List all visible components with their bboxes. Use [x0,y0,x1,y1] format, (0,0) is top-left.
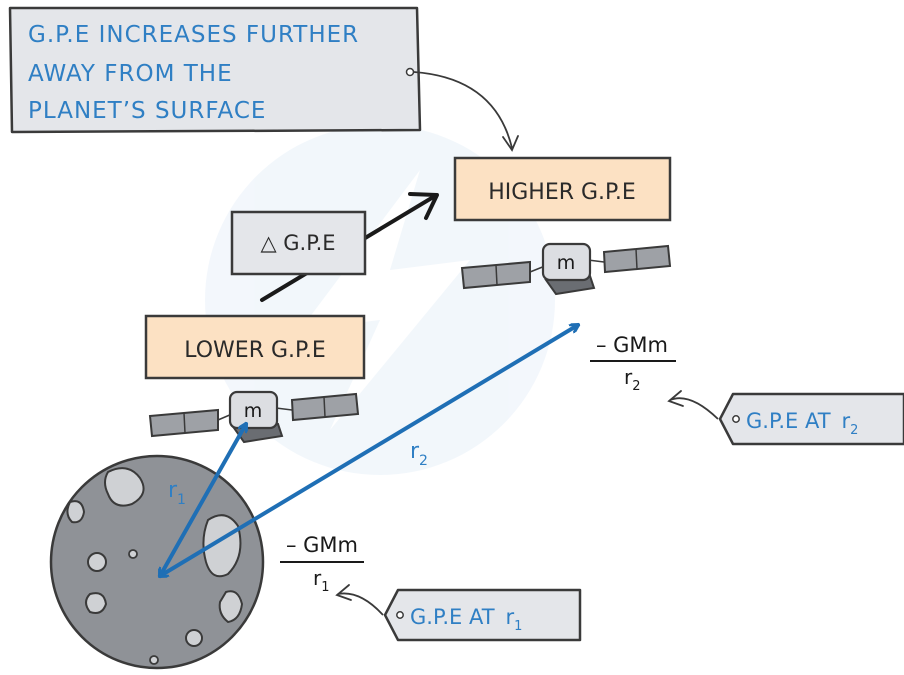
formula-r2: – GMm r2 [590,333,676,394]
tag-r2-pointer [669,397,719,420]
formula-r2-numerator: – GMm [596,333,668,357]
header-pointer-arrow [413,71,513,149]
pin-icon [405,67,415,77]
r2-label: r2 [410,439,428,469]
header-line-2: AWAY FROM THE [28,61,233,87]
satellite-low-mass: m [244,400,263,422]
formula-r1-numerator: – GMm [286,533,358,557]
header-note-box: G.P.E INCREASES FURTHER AWAY FROM THE PL… [8,6,422,134]
delta-gpe-box: △ G.P.E [230,210,367,276]
satellite-high: m [460,242,672,296]
pin-icon [396,611,404,619]
lower-gpe-box: LOWER G.P.E [144,314,366,380]
delta-gpe-label: △ G.P.E [260,231,335,255]
lower-gpe-label: LOWER G.P.E [184,338,326,363]
r2-arrow [160,325,578,576]
planet [49,454,265,670]
tag-r1-pointer [337,592,384,616]
formula-r1-denominator: r1 [313,566,330,595]
r1-label: r1 [168,478,186,508]
pin-icon [732,415,740,423]
higher-gpe-box: HIGHER G.P.E [453,156,672,222]
formula-r1: – GMm r1 [280,533,364,595]
formula-r2-denominator: r2 [624,365,641,394]
header-line-3: PLANET’S SURFACE [28,98,266,124]
header-line-1: G.P.E INCREASES FURTHER [28,22,359,48]
satellite-high-mass: m [557,252,576,274]
higher-gpe-label: HIGHER G.P.E [488,180,636,205]
